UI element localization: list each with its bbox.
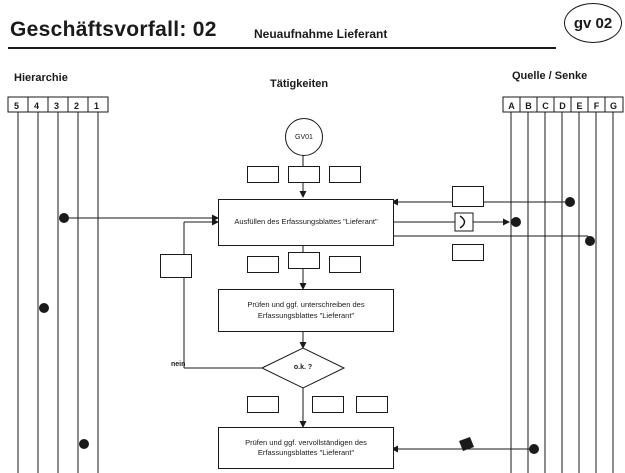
- document-icon: [288, 166, 320, 183]
- process-badge: gv 02: [564, 3, 622, 43]
- source-col-a: A: [508, 101, 515, 111]
- page-title: Geschäftsvorfall: 02: [10, 18, 217, 41]
- source-col-e: E: [576, 101, 583, 111]
- hierarchy-col-5: 5: [13, 101, 19, 111]
- hierarchy-col-3: 3: [53, 101, 59, 111]
- source-col-d: D: [559, 101, 566, 111]
- document-icon: [329, 256, 361, 273]
- document-icon: [160, 254, 192, 278]
- source-col-f: F: [593, 101, 600, 111]
- document-icon: [247, 396, 279, 413]
- title-rule: [8, 47, 556, 49]
- step2-box: Prüfen und ggf. unterschreiben des Erfas…: [218, 289, 394, 332]
- document-icon: [329, 166, 361, 183]
- step1-box: Ausfüllen des Erfassungsblattes "Liefera…: [218, 199, 394, 246]
- source-col-g: G: [609, 101, 617, 111]
- hierarchy-col-4: 4: [33, 101, 39, 111]
- section-source-sink: Quelle / Senke: [512, 70, 588, 82]
- document-icon: [247, 256, 279, 273]
- decision-no-label: nein: [171, 361, 186, 368]
- source-col-b: B: [525, 101, 532, 111]
- document-icon: [288, 252, 320, 269]
- document-icon: [452, 186, 484, 207]
- hierarchy-col-2: 2: [73, 101, 79, 111]
- source-col-c: C: [542, 101, 549, 111]
- flow-start-connector: GV01: [285, 118, 323, 156]
- page-subtitle: Neuaufnahme Lieferant: [254, 27, 388, 41]
- section-activities: Tätigkeiten: [270, 78, 329, 90]
- hierarchy-col-1: 1: [93, 101, 99, 111]
- document-icon: [452, 244, 484, 261]
- document-icon: [247, 166, 279, 183]
- decision-label: o.k. ?: [293, 364, 313, 371]
- document-icon: [312, 396, 344, 413]
- section-hierarchy: Hierarchie: [14, 72, 68, 84]
- step3-box: Prüfen und ggf. vervollständigen des Erf…: [218, 427, 394, 469]
- document-icon: [356, 396, 388, 413]
